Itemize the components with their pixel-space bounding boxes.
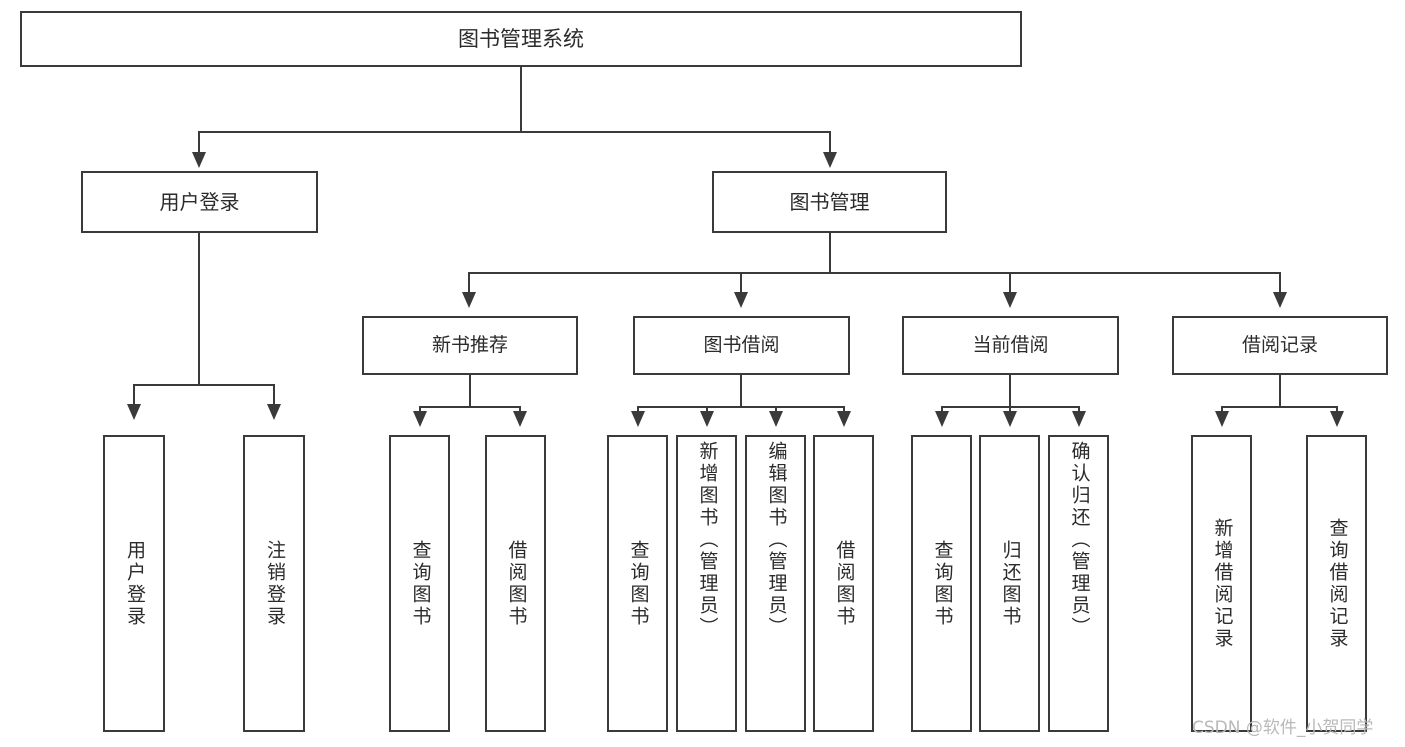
leaf-br-query-record[interactable]: 查询借阅记录 [1306,435,1367,732]
connector-cb-stem [1009,375,1011,407]
watermark-text: CSDN @软件_小贺同学 [1192,718,1374,738]
leaf-user-login-signout[interactable]: 注销登录 [243,435,305,732]
arrowhead-to-current-borrow [1003,292,1017,308]
connector-user-login-drop-2 [273,384,275,405]
node-book-management[interactable]: 图书管理 [712,171,947,233]
connector-br-drop-2 [1336,406,1338,412]
node-book-borrow[interactable]: 图书借阅 [633,316,850,375]
node-label: 新增借阅记录 [1211,517,1234,650]
connector-user-login-drop-1 [133,384,135,405]
arrowhead-nbr-leaf-2 [513,411,527,427]
leaf-br-add-record[interactable]: 新增借阅记录 [1191,435,1252,732]
node-label: 归还图书 [999,539,1022,628]
arrowhead-cb-leaf-2 [1003,411,1017,427]
node-new-book-recommend[interactable]: 新书推荐 [362,316,578,375]
node-label: 新增图书（管理员） [696,441,719,639]
leaf-bb-borrow-books[interactable]: 借阅图书 [813,435,874,732]
connector-cb-drop-2 [1009,406,1011,412]
arrowhead-bb-leaf-2 [700,411,714,427]
node-label: 当前借阅 [972,333,1049,356]
leaf-nbr-query-books[interactable]: 查询图书 [389,435,450,732]
arrowhead-to-book-management [823,152,837,168]
node-label: 查询借阅记录 [1326,517,1349,650]
arrowhead-nbr-leaf-1 [413,411,427,427]
node-label: 借阅记录 [1241,333,1318,356]
connector-bb-drop-4 [843,406,845,412]
connector-br-stem [1279,375,1281,407]
node-label: 图书管理系统 [458,26,584,51]
connector-user-login-stem [198,233,200,385]
leaf-cb-return-books[interactable]: 归还图书 [979,435,1040,732]
connector-bb-drop-3 [775,406,777,412]
connector-user-login-bus [133,384,275,386]
node-root-book-management-system[interactable]: 图书管理系统 [20,11,1022,67]
arrowhead-to-user-login [192,152,206,168]
node-label: 查询图书 [931,539,954,628]
arrowhead-cb-leaf-3 [1072,411,1086,427]
node-borrow-record[interactable]: 借阅记录 [1172,316,1388,375]
node-label: 查询图书 [409,539,432,628]
node-label: 借阅图书 [833,539,856,628]
arrowhead-cb-leaf-1 [935,411,949,427]
arrowhead-bb-leaf-4 [837,411,851,427]
node-current-borrow[interactable]: 当前借阅 [902,316,1119,375]
connector-bb-drop-1 [637,406,639,412]
connector-nbr-drop-2 [519,406,521,412]
connector-bm-drop-4 [1279,272,1281,293]
connector-bb-bus [637,406,845,408]
node-label: 查询图书 [627,539,650,628]
connector-bb-stem [740,375,742,407]
connector-root-stem [520,67,522,132]
connector-br-bus [1221,406,1338,408]
connector-root-to-book-management-drop [829,131,831,153]
arrowhead-to-new-book-recommend [462,292,476,308]
node-label: 借阅图书 [505,539,528,628]
arrowhead-to-borrow-record [1273,292,1287,308]
node-label: 用户登录 [123,539,146,628]
node-user-login[interactable]: 用户登录 [81,171,318,233]
node-label: 图书管理 [789,189,870,214]
connector-nbr-drop-1 [419,406,421,412]
connector-nbr-bus [419,406,521,408]
connector-br-drop-1 [1221,406,1223,412]
connector-bm-drop-1 [468,272,470,293]
leaf-bb-add-book-admin[interactable]: 新增图书（管理员） [676,435,737,732]
connector-bm-drop-2 [740,272,742,293]
leaf-cb-query-books[interactable]: 查询图书 [911,435,972,732]
connector-root-to-user-login-drop [198,131,200,153]
connector-bm-drop-3 [1009,272,1011,293]
connector-book-management-stem [829,233,831,273]
leaf-bb-query-books[interactable]: 查询图书 [607,435,668,732]
node-label: 图书借阅 [703,333,780,356]
connector-cb-drop-3 [1078,406,1080,412]
connector-cb-drop-1 [941,406,943,412]
node-label: 编辑图书（管理员） [765,441,788,639]
node-label: 新书推荐 [431,333,508,356]
connector-nbr-stem [469,375,471,407]
arrowhead-br-leaf-1 [1215,411,1229,427]
node-label: 确认归还（管理员） [1068,441,1091,639]
arrowhead-bb-leaf-3 [769,411,783,427]
leaf-cb-confirm-return-admin[interactable]: 确认归还（管理员） [1048,435,1109,732]
connector-book-management-bus [468,272,1280,274]
connector-root-bus [198,131,831,133]
arrowhead-user-login-leaf-2 [267,404,281,420]
connector-bb-drop-2 [706,406,708,412]
arrowhead-to-book-borrow [734,292,748,308]
leaf-nbr-borrow-books[interactable]: 借阅图书 [485,435,546,732]
arrowhead-bb-leaf-1 [631,411,645,427]
leaf-user-login-signin[interactable]: 用户登录 [103,435,165,732]
node-label: 用户登录 [159,189,240,214]
arrowhead-user-login-leaf-1 [127,404,141,420]
arrowhead-br-leaf-2 [1330,411,1344,427]
leaf-bb-edit-book-admin[interactable]: 编辑图书（管理员） [745,435,806,732]
node-label: 注销登录 [263,539,286,628]
